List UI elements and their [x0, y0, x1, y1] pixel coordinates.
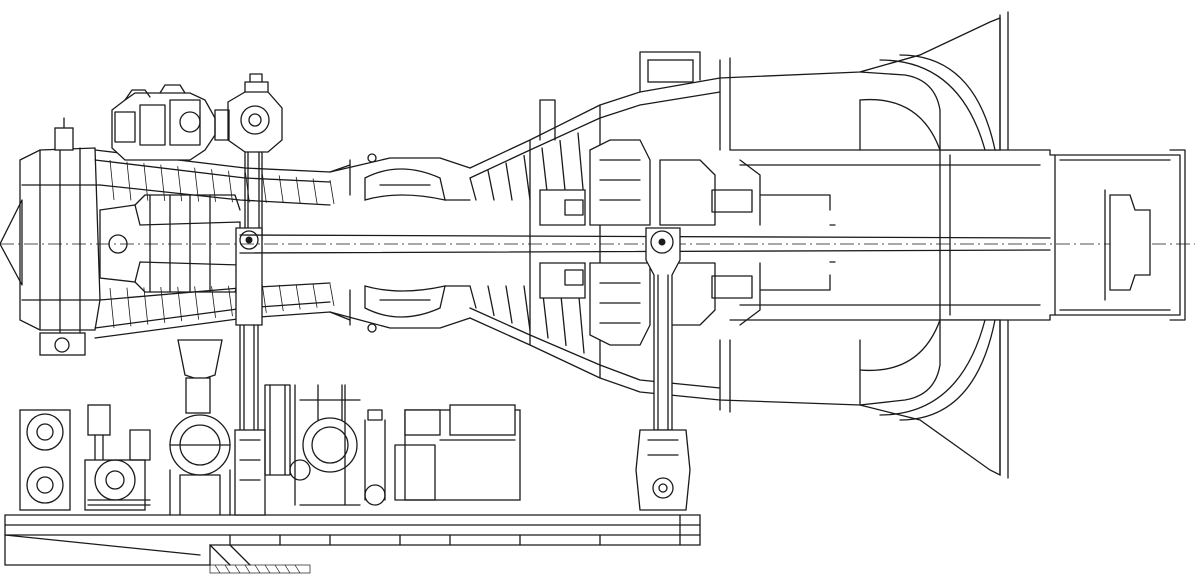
turbine-blade — [487, 169, 495, 201]
compressor-blade — [261, 285, 267, 313]
rear-support-column — [635, 227, 691, 511]
compressor-blade — [312, 284, 318, 308]
accessory-gearbox — [111, 84, 216, 161]
turbine-blade — [523, 285, 531, 332]
compressor-blade — [160, 287, 166, 323]
filter-unit — [364, 409, 386, 506]
compressor-blade — [126, 287, 132, 327]
front-support-strut — [235, 227, 263, 431]
turbine-blade — [487, 285, 495, 317]
compressor-blade — [109, 159, 115, 201]
turbine-blade — [469, 285, 477, 309]
turbine-blade — [523, 154, 531, 201]
compressor-blade — [329, 283, 335, 307]
compressor-rotor — [99, 194, 241, 293]
turbine-blade-rows — [469, 132, 585, 354]
turbine-disks — [539, 139, 761, 346]
compressor-blade — [194, 167, 200, 202]
turbine-blade — [469, 177, 477, 201]
turbine-blade — [577, 132, 585, 201]
lube-oil-pump-assembly — [19, 404, 151, 511]
compressor-blade — [278, 175, 284, 204]
compressor-blade — [295, 284, 301, 310]
control-cabinet — [394, 404, 521, 501]
exhaust-collector-bottom — [859, 319, 1009, 479]
compressor-blade — [228, 285, 233, 317]
combustor-section — [329, 153, 471, 333]
turbine-blade — [505, 162, 513, 201]
support-pedestal-front — [169, 339, 231, 516]
compressor-blade — [143, 287, 149, 325]
turbine-casing — [469, 51, 921, 413]
starter-drive-unit — [214, 73, 283, 241]
turbine-blade — [505, 285, 513, 324]
compressor-blade — [109, 287, 115, 329]
exhaust-duct — [729, 149, 1186, 321]
base-frame — [4, 514, 701, 574]
compressor-blade — [261, 173, 267, 203]
compressor-blade — [228, 170, 233, 203]
support-column-mid — [234, 384, 291, 516]
air-inlet — [0, 117, 101, 356]
oil-cooler-assembly — [289, 384, 361, 506]
compressor-blade — [177, 166, 183, 202]
compressor-blade-rows — [109, 159, 335, 329]
exhaust-collector-top — [859, 11, 1009, 151]
compressor-blade — [312, 178, 318, 204]
compressor-blade — [126, 161, 132, 201]
main-shaft — [0, 234, 1195, 254]
compressor-blade — [278, 284, 284, 312]
compressor-blade — [211, 169, 216, 202]
compressor-blade — [329, 179, 335, 205]
compressor-blade — [295, 176, 301, 204]
